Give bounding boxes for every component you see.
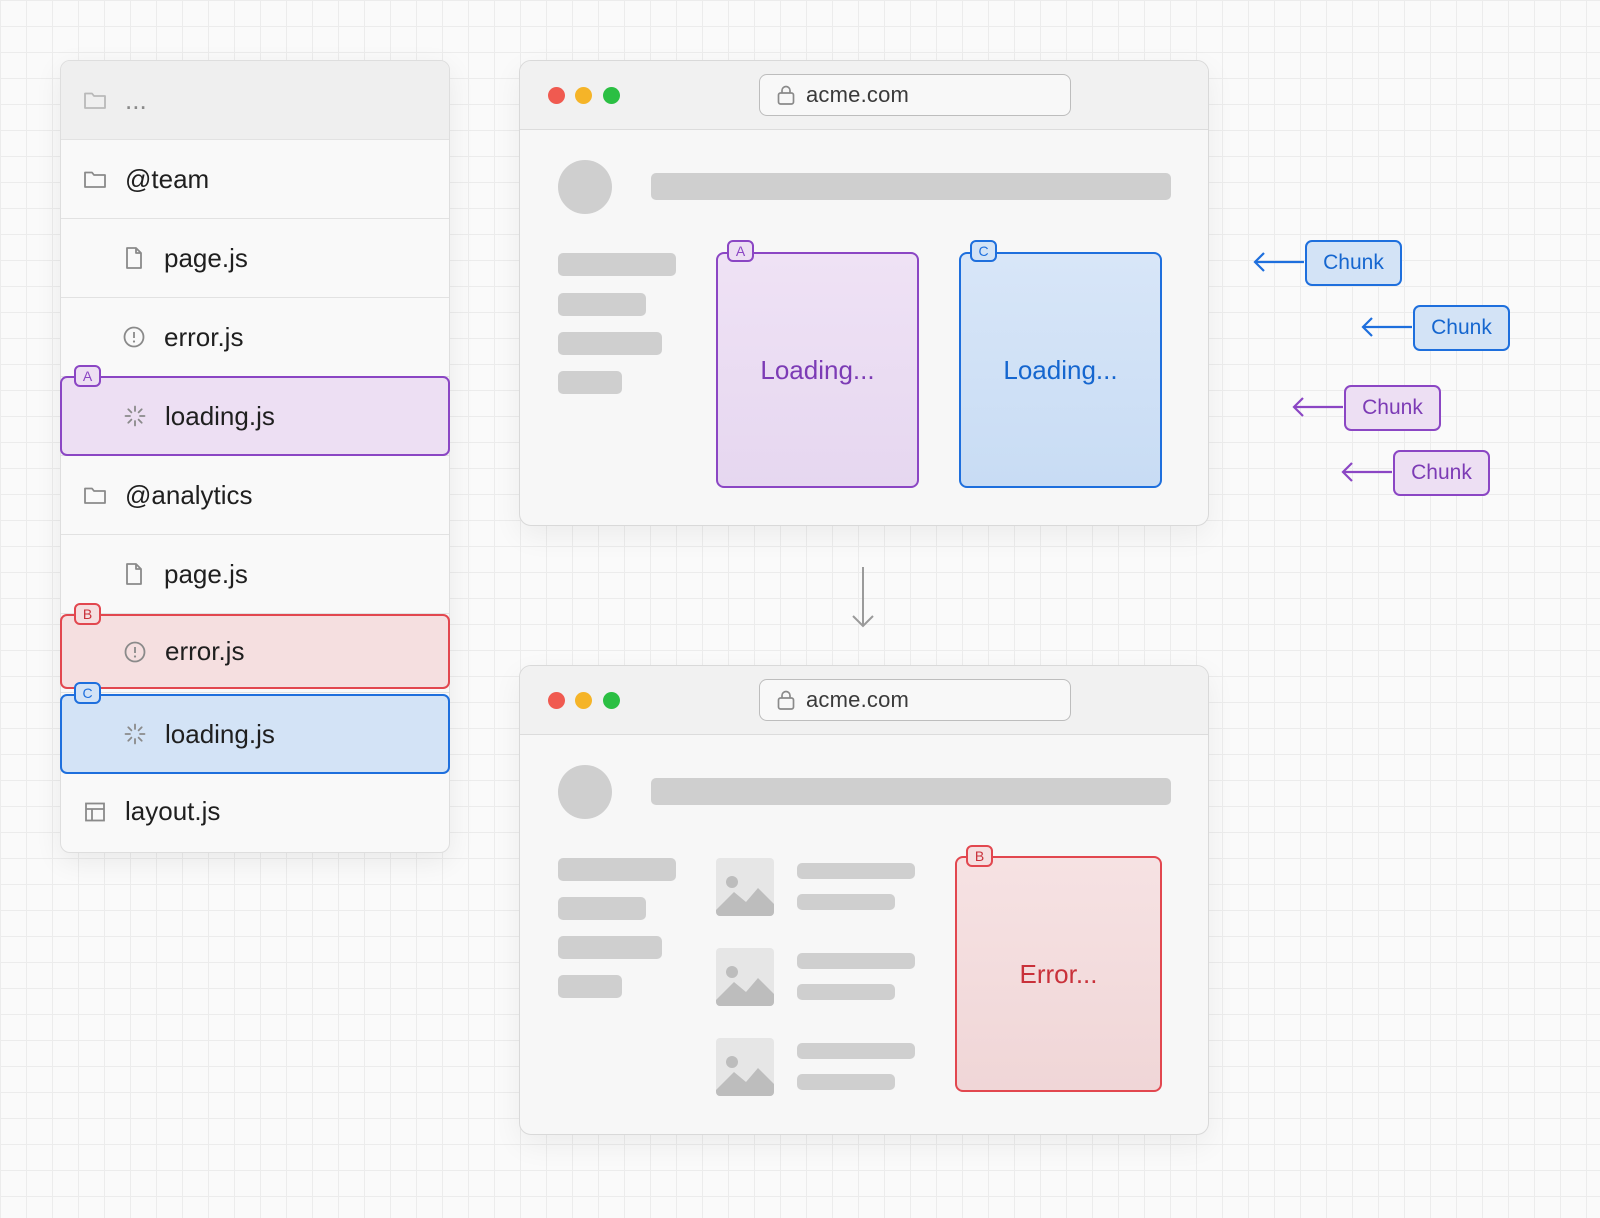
- error-icon: [122, 639, 148, 665]
- marker-badge-c: C: [970, 240, 997, 262]
- chunk-badge: Chunk: [1413, 305, 1510, 351]
- minimize-window-dot[interactable]: [575, 87, 592, 104]
- address-bar[interactable]: acme.com: [759, 74, 1071, 116]
- tree-row-team-loading-highlight[interactable]: loading.js: [60, 376, 450, 456]
- tree-row-label: page.js: [164, 242, 248, 273]
- marker-badge-c: C: [74, 682, 101, 704]
- tree-row-label: error.js: [165, 636, 245, 666]
- layout-icon: [82, 799, 108, 825]
- marker-badge-b: B: [966, 845, 993, 867]
- tree-row-label: loading.js: [165, 718, 275, 749]
- loading-panel-text: Loading...: [760, 354, 875, 385]
- nav-skeleton: [558, 332, 662, 355]
- text-skeleton: [797, 953, 915, 969]
- text-skeleton: [797, 863, 915, 879]
- text-skeleton: [797, 1043, 915, 1059]
- text-skeleton: [797, 1074, 895, 1090]
- tree-row-spacer: [61, 614, 449, 693]
- tree-row-label: loading.js: [165, 400, 275, 431]
- avatar-placeholder: [558, 765, 612, 819]
- maximize-window-dot[interactable]: [603, 692, 620, 709]
- address-text: acme.com: [806, 82, 910, 107]
- left-arrow-icon: [1341, 462, 1392, 482]
- lock-icon: [776, 689, 796, 711]
- file-icon: [121, 561, 147, 587]
- loading-panel-a: Loading...: [716, 252, 919, 488]
- marker-badge-b: B: [74, 603, 101, 625]
- left-arrow-icon: [1292, 397, 1343, 417]
- minimize-window-dot[interactable]: [575, 692, 592, 709]
- error-icon: [121, 324, 147, 350]
- lock-icon: [776, 84, 796, 106]
- tree-row-team-error[interactable]: error.js: [61, 298, 449, 377]
- image-placeholder-icon: [716, 1038, 774, 1096]
- image-placeholder-icon: [716, 858, 774, 916]
- folder-icon: [82, 482, 108, 508]
- tree-row-analytics-folder[interactable]: @analytics: [61, 456, 449, 535]
- tree-row-label: error.js: [164, 321, 244, 352]
- nav-skeleton: [558, 936, 662, 959]
- browser-titlebar: acme.com: [520, 666, 1208, 735]
- tree-row-team-folder[interactable]: @team: [61, 140, 449, 219]
- folder-icon: [82, 87, 108, 113]
- file-icon: [121, 245, 147, 271]
- spinner-icon: [122, 403, 148, 429]
- loading-panel-c: Loading...: [959, 252, 1162, 488]
- tree-row-analytics-loading-highlight[interactable]: loading.js: [60, 694, 450, 774]
- nav-skeleton: [558, 975, 622, 998]
- title-skeleton: [651, 778, 1171, 805]
- avatar-placeholder: [558, 160, 612, 214]
- tree-row-team-page[interactable]: page.js: [61, 219, 449, 298]
- left-arrow-icon: [1253, 252, 1304, 272]
- tree-row-ellipsis[interactable]: ...: [61, 61, 449, 140]
- browser-titlebar: acme.com: [520, 61, 1208, 130]
- loading-panel-text: Loading...: [1003, 354, 1118, 385]
- tree-row-layout[interactable]: layout.js: [61, 772, 449, 851]
- marker-badge-a: A: [74, 365, 101, 387]
- tree-row-label: layout.js: [125, 796, 221, 826]
- nav-skeleton: [558, 897, 646, 920]
- marker-badge-a: A: [727, 240, 754, 262]
- close-window-dot[interactable]: [548, 87, 565, 104]
- error-panel-text: Error...: [1019, 958, 1098, 989]
- text-skeleton: [797, 894, 895, 910]
- spinner-icon: [122, 721, 148, 747]
- tree-row-analytics-error-highlight[interactable]: error.js: [60, 614, 450, 689]
- error-panel-b: Error...: [955, 856, 1162, 1092]
- image-placeholder-icon: [716, 948, 774, 1006]
- chunk-badge: Chunk: [1305, 240, 1402, 286]
- file-tree: ... @team page.js error.js @analytics pa…: [60, 60, 450, 853]
- tree-row-label: page.js: [164, 558, 248, 589]
- chunk-badge: Chunk: [1344, 385, 1441, 431]
- nav-skeleton: [558, 253, 676, 276]
- address-text: acme.com: [806, 687, 910, 712]
- tree-row-label: @team: [125, 163, 210, 194]
- browser-window-error: acme.com Error...: [519, 665, 1209, 1135]
- folder-icon: [82, 166, 108, 192]
- tree-row-label: @analytics: [125, 479, 253, 510]
- text-skeleton: [797, 984, 895, 1000]
- browser-window-loading: acme.com Loading... Loading...: [519, 60, 1209, 526]
- title-skeleton: [651, 173, 1171, 200]
- chunk-badge: Chunk: [1393, 450, 1490, 496]
- tree-row-analytics-page[interactable]: page.js: [61, 535, 449, 614]
- nav-skeleton: [558, 293, 646, 316]
- address-bar[interactable]: acme.com: [759, 679, 1071, 721]
- nav-skeleton: [558, 858, 676, 881]
- down-arrow-icon: [852, 567, 874, 628]
- maximize-window-dot[interactable]: [603, 87, 620, 104]
- tree-row-label: ...: [125, 84, 147, 115]
- close-window-dot[interactable]: [548, 692, 565, 709]
- nav-skeleton: [558, 371, 622, 394]
- left-arrow-icon: [1361, 317, 1412, 337]
